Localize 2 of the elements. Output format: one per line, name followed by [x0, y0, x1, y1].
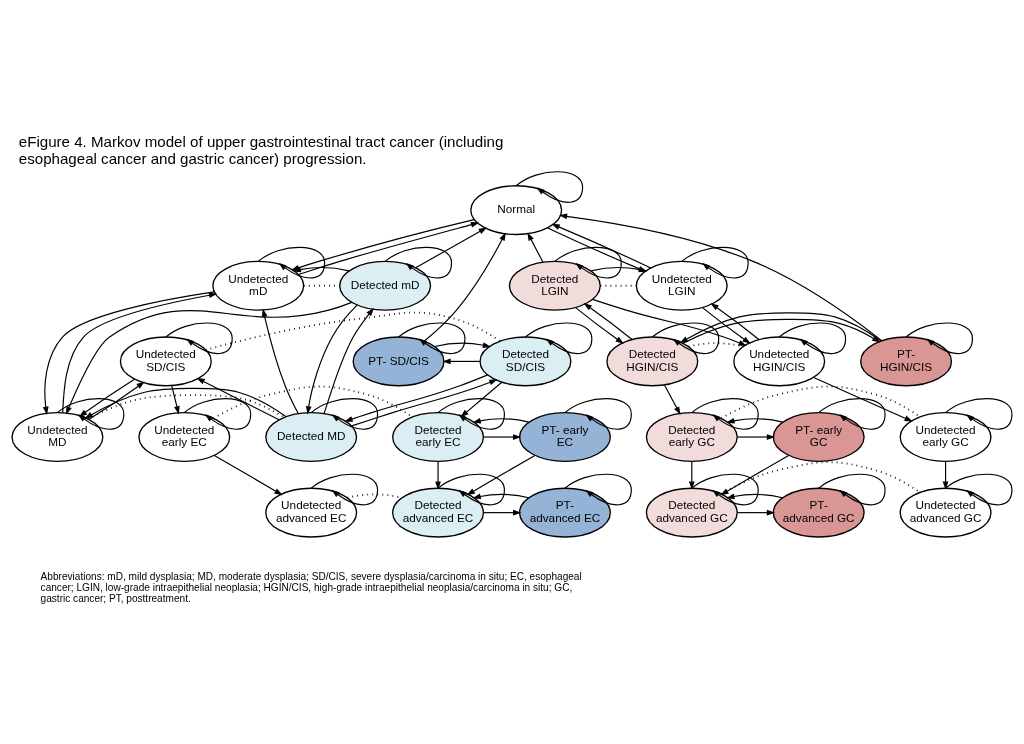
diagram-title: eFigure 4. Markov model of upper gastrointestinal tract cancer (including esophageal cancer and gastric cancer) progression. [18, 132, 504, 167]
caption: Abbreviations: mD, mild dysplasia; MD, moderate dysplasia; SD/CIS, severe dysplasia/carcinoma in situ; EC, esophageal cancer; LGIN, low-grade intraepithelial neoplasia; HGIN/CIS, high-grade intraepithelial neoplasia/carcinoma in situ; GC, gastric cancer; PT, posttreatment. [40, 570, 582, 604]
